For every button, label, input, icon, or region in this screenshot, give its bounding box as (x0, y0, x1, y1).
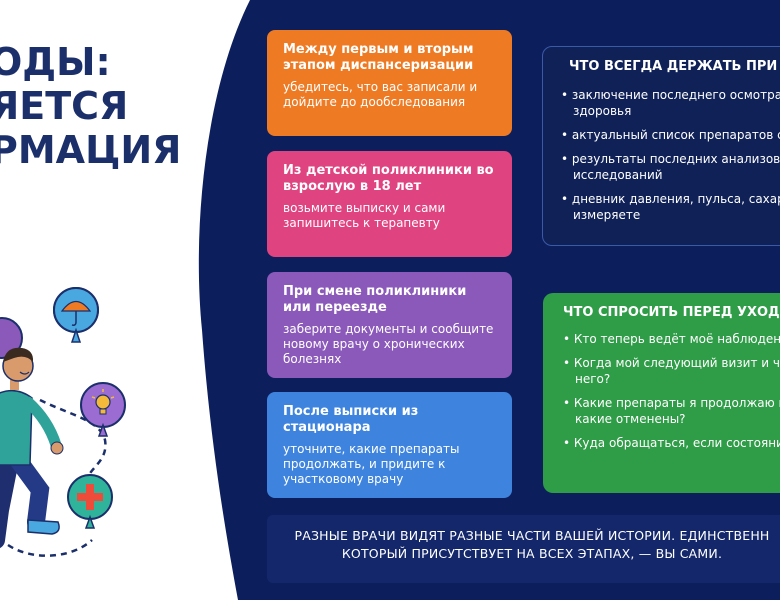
keep-panel-title: ЧТО ВСЕГДА ДЕРЖАТЬ ПРИ (569, 59, 778, 74)
list-item: него? (575, 372, 611, 386)
card-text: возьмите выписку и сами запишитесь к тер… (283, 201, 446, 230)
list-item: • Когда мой следующий визит и что (563, 356, 780, 370)
list-item: • Куда обращаться, если состояние (563, 436, 780, 450)
list-item: • Какие препараты я продолжаю пр (563, 396, 780, 410)
walking-person-illustration (0, 287, 126, 557)
list-item: • дневник давления, пульса, сахара (561, 192, 780, 206)
lightbulb-icon (80, 382, 126, 437)
walking-person (0, 347, 64, 549)
card-clinic-change: При смене поликлиники или переезде забер… (267, 272, 512, 378)
list-item: • Кто теперь ведёт моё наблюдени (563, 332, 780, 346)
list-item: измеряете (573, 208, 641, 222)
list-item: какие отменены? (575, 412, 686, 426)
bottom-line-2: КОТОРЫЙ ПРИСУТСТВУЕТ НА ВСЕХ ЭТАПАХ, — В… (341, 546, 723, 561)
page-title: ОДЫ: ЯЕТСЯ РМАЦИЯ (0, 40, 196, 170)
ask-list: • Кто теперь ведёт моё наблюдени • Когда… (563, 331, 780, 451)
card-text: убедитесь, что вас записали и дойдите до… (283, 80, 478, 109)
title-line-1: ОДЫ: (0, 40, 111, 84)
card-title: Из детской поликлиники во взрослую в 18 … (283, 163, 494, 194)
bottom-banner: РАЗНЫЕ ВРАЧИ ВИДЯТ РАЗНЫЕ ЧАСТИ ВАШЕЙ ИС… (267, 515, 780, 583)
ask-panel: ЧТО СПРОСИТЬ ПЕРЕД УХОД • Кто теперь вед… (543, 293, 780, 493)
umbrella-icon (52, 287, 99, 343)
card-title: После выписки из стационара (283, 404, 419, 435)
list-item: здоровья (573, 104, 632, 118)
ask-panel-title: ЧТО СПРОСИТЬ ПЕРЕД УХОД (563, 305, 780, 320)
list-item: • актуальный список препаратов с (561, 128, 780, 142)
card-after-discharge: После выписки из стационара уточните, ка… (267, 392, 512, 498)
list-item: • заключение последнего осмотра (561, 88, 780, 102)
card-child-to-adult-clinic: Из детской поликлиники во взрослую в 18 … (267, 151, 512, 257)
card-between-stages: Между первым и вторым этапом диспансериз… (267, 30, 512, 136)
list-item: исследований (573, 168, 663, 182)
list-item: • результаты последних анализов и (561, 152, 780, 166)
card-title: Между первым и вторым этапом диспансериз… (283, 42, 474, 73)
bottom-line-1: РАЗНЫЕ ВРАЧИ ВИДЯТ РАЗНЫЕ ЧАСТИ ВАШЕЙ ИС… (294, 528, 770, 543)
medical-cross-icon (67, 474, 113, 529)
card-text: уточните, какие препараты продолжать, и … (283, 442, 460, 486)
card-text: заберите документы и сообщите новому вра… (283, 322, 494, 366)
keep-panel: ЧТО ВСЕГДА ДЕРЖАТЬ ПРИ • заключение посл… (542, 46, 780, 246)
keep-list: • заключение последнего осмотра здоровья… (561, 87, 780, 223)
title-line-3: РМАЦИЯ (0, 128, 182, 170)
title-line-2: ЯЕТСЯ (0, 84, 129, 128)
card-title: При смене поликлиники или переезде (283, 284, 467, 315)
